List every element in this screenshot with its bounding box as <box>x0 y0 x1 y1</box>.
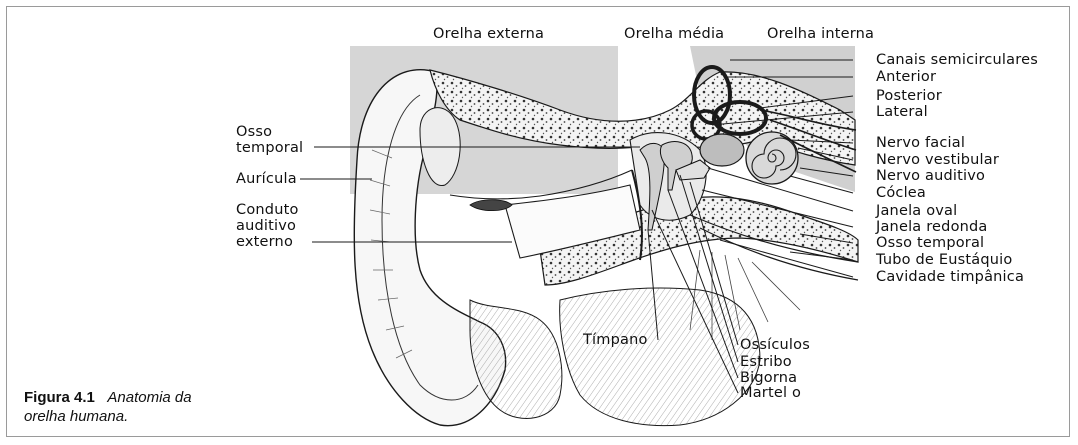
label-oval-window: Janela oval <box>876 203 957 219</box>
label-cochlea: Cóclea <box>876 185 926 201</box>
label-facial-nerve: Nervo facial <box>876 135 965 151</box>
label-vestibular-nerve: Nervo vestibular <box>876 152 999 168</box>
label-ossicles: Ossículos <box>740 337 810 353</box>
label-eardrum: Tímpano <box>583 332 648 348</box>
label-eustachian-tube: Tubo de Eustáquio <box>876 252 1012 268</box>
cartilage-nodule <box>470 200 512 211</box>
header-middle-ear: Orelha média <box>624 26 724 42</box>
vestibule <box>700 134 744 166</box>
label-incus: Bigorna <box>740 370 797 386</box>
figure-caption: Figura 4.1 Anatomia da orelha humana. <box>24 388 192 426</box>
label-stapes: Estribo <box>740 354 792 370</box>
label-temporal-bone-right: Osso temporal <box>876 235 984 251</box>
label-malleus: Martel o <box>740 385 801 401</box>
caption-number: Figura 4.1 <box>24 389 95 406</box>
label-round-window: Janela redonda <box>876 219 988 235</box>
label-lateral: Lateral <box>876 104 928 120</box>
label-temporal-bone: Osso temporal <box>236 124 303 156</box>
caption-line1: Anatomia da <box>107 389 191 406</box>
label-auditory-nerve: Nervo auditivo <box>876 168 985 184</box>
label-auricle: Aurícula <box>236 171 297 187</box>
label-anterior: Anterior <box>876 69 936 85</box>
header-inner-ear: Orelha interna <box>767 26 874 42</box>
label-semicircular-canals: Canais semicirculares <box>876 52 1038 68</box>
caption-line2: orelha humana. <box>24 408 128 425</box>
header-outer-ear: Orelha externa <box>433 26 544 42</box>
label-ear-canal: Conduto auditivo externo <box>236 202 299 250</box>
label-tympanic-cavity: Cavidade timpânica <box>876 269 1024 285</box>
label-posterior: Posterior <box>876 88 942 104</box>
